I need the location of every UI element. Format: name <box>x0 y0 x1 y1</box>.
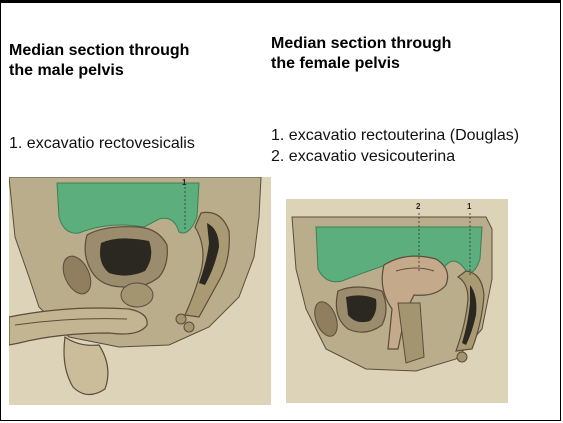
male-legend: 1. excavatio rectovesicalis <box>9 133 195 154</box>
male-bladder-lumen <box>100 238 151 275</box>
male-prostate <box>121 283 153 307</box>
male-sphincter-2 <box>184 322 194 332</box>
female-marker-1: 1 <box>467 202 472 211</box>
female-sphincter <box>457 352 467 362</box>
male-marker-1: 1 <box>182 178 187 187</box>
male-pelvis-illustration: 1 <box>9 177 271 405</box>
female-pelvis-illustration: 2 1 <box>286 199 508 403</box>
male-pelvis-title: Median section through the male pelvis <box>9 41 259 81</box>
female-legend: 1. excavatio rectouterina (Douglas) 2. e… <box>271 125 519 167</box>
female-pelvis-title: Median section through the female pelvis <box>271 34 531 74</box>
male-sphincter-1 <box>176 314 186 324</box>
female-legend-item-1: 1. excavatio rectouterina (Douglas) <box>271 125 519 146</box>
male-legend-item-1: 1. excavatio rectovesicalis <box>9 133 195 154</box>
male-peritoneum <box>57 183 199 233</box>
female-marker-2: 2 <box>416 202 421 211</box>
female-legend-item-2: 2. excavatio vesicouterina <box>271 146 519 167</box>
